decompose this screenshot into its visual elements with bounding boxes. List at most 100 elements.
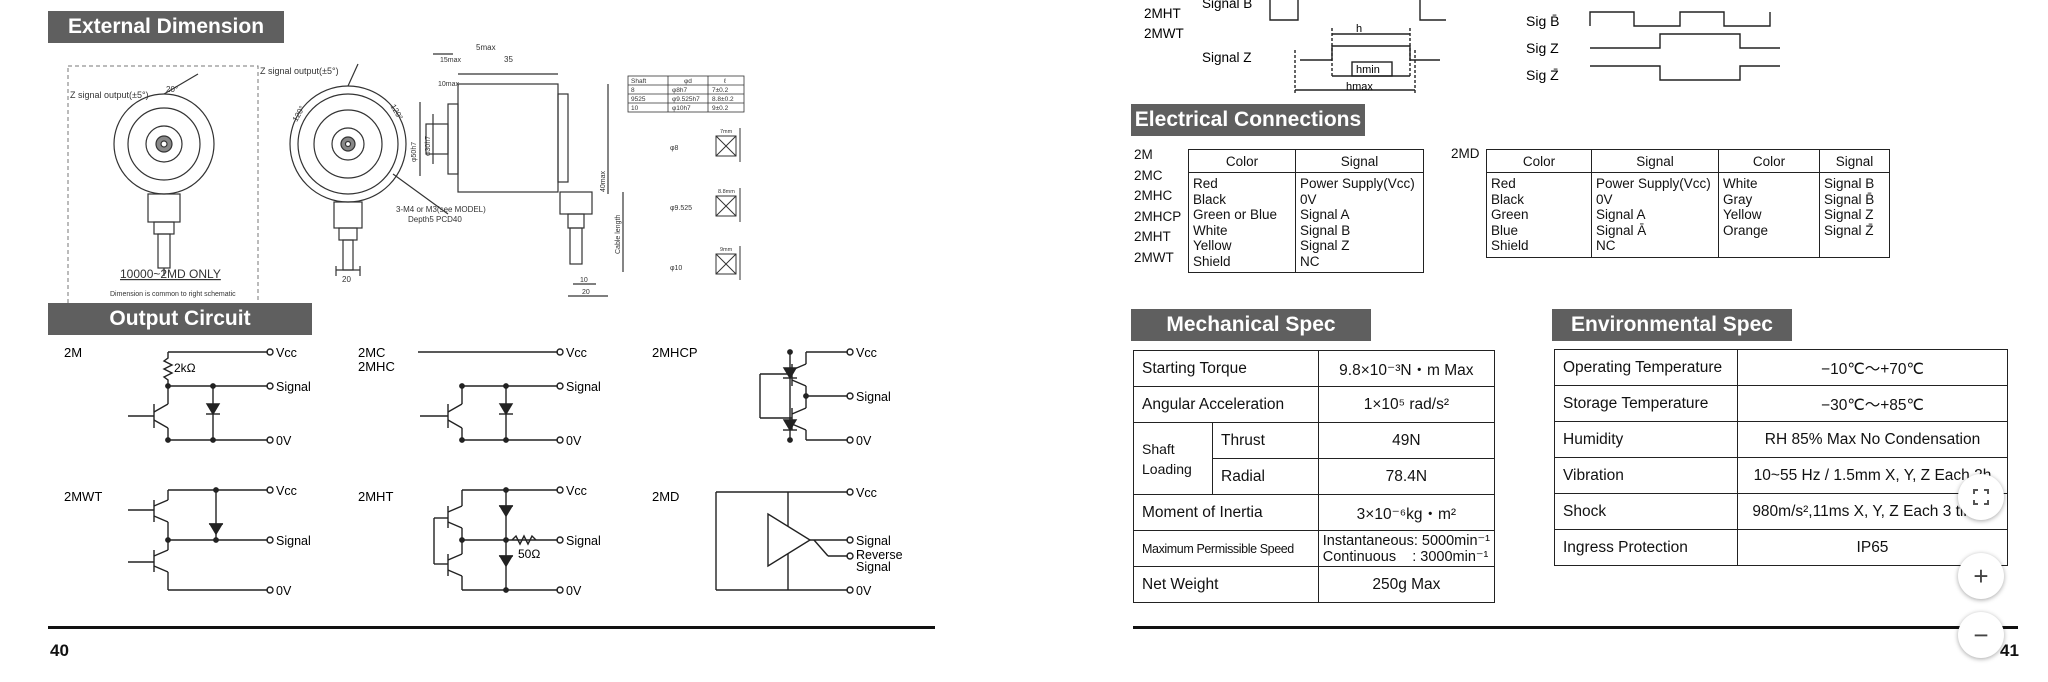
side-view <box>419 53 624 297</box>
c1-res: 2kΩ <box>174 361 196 375</box>
ec1-signal: NC <box>1300 253 1320 269</box>
ec1-color: Black <box>1193 191 1227 207</box>
ec-2md-label: 2MD <box>1451 146 1480 161</box>
c2-0v: 0V <box>566 434 582 448</box>
dim-35: 35 <box>504 55 513 64</box>
shaft-r2-2: 9±0.2 <box>712 105 729 112</box>
note-depth: Depth5 PCD40 <box>408 215 462 224</box>
waveform-diagram: 2MHT 2MWT Signal B Signal Z h hmin hmax … <box>1144 0 1780 94</box>
mechanical-spec-table: Starting Torque 9.8×10⁻³N・m Max Angular … <box>1133 350 1496 603</box>
c4-0v: 0V <box>276 584 292 598</box>
shaft-r0-2: 7±0.2 <box>712 87 729 94</box>
wave-sig-z-bar: Sig Z̄ <box>1526 67 1559 83</box>
ec-model: 2MC <box>1134 167 1163 183</box>
angle-20-label: 20° <box>166 85 178 94</box>
ec-model: 2MHT <box>1134 229 1171 244</box>
dim-10: 10 <box>580 277 588 284</box>
page-number-left: 40 <box>50 641 69 660</box>
ec2-colors-a: Red Black Green Blue Shield <box>1486 172 1592 258</box>
dim-20-side: 20 <box>582 289 590 296</box>
wave-sig-b-bar: Sig B̄ <box>1526 13 1559 29</box>
mech-shaft-loading: Shaft Loading <box>1133 422 1213 495</box>
c4-signal: Signal <box>276 534 311 548</box>
c6-rev-a: Reverse <box>856 548 903 562</box>
shaft-th-1: φd <box>684 78 692 85</box>
ec-model: 2MWT <box>1134 249 1174 265</box>
ec1-color: Shield <box>1193 253 1231 269</box>
env-value: RH 85% Max No Condensation <box>1737 421 2008 458</box>
zoom-out-button[interactable]: − <box>1958 612 2004 658</box>
shaft-r0-0: 8 <box>631 87 635 94</box>
env-value: 10~55 Hz / 1.5mm X, Y, Z Each 2h <box>1737 457 2008 494</box>
env-label: Vibration <box>1554 457 1738 494</box>
env-label: Storage Temperature <box>1554 385 1738 422</box>
wave-hmin: hmin <box>1356 64 1380 76</box>
mech-speed-continuous: Continuous : 3000min⁻¹ <box>1322 548 1489 565</box>
wave-sig-z: Sig Z <box>1526 40 1559 56</box>
c1-model: 2M <box>64 345 82 360</box>
external-dimension-title: External Dimension <box>48 11 284 43</box>
common-note: Dimension is common to right schematic <box>110 291 236 298</box>
shaft-9525-label: φ9.525 <box>670 205 692 212</box>
c5-model: 2MHT <box>358 489 393 504</box>
env-label: Shock <box>1554 493 1738 530</box>
ec2-signal: Signal Ā <box>1596 222 1647 238</box>
ec1-color: Yellow <box>1193 238 1232 253</box>
front-view-mid <box>289 63 449 276</box>
mech-loading-label: Loading <box>1142 460 1192 477</box>
ec1-signal: Power Supply(Vcc) <box>1300 176 1415 191</box>
ec2-header-signal-b: Signal <box>1819 149 1890 173</box>
ec1-color: Green or Blue <box>1193 207 1278 222</box>
c6-0v: 0V <box>856 584 872 598</box>
ec-model: 2MHCP <box>1134 208 1182 224</box>
shaft-r0-1: φ8h7 <box>672 87 687 94</box>
left-footer-rule <box>48 626 935 629</box>
ec2-signal: Signal B <box>1824 176 1875 191</box>
ec2-color: Yellow <box>1723 207 1762 222</box>
ec1-colors: Red Black Green or Blue White Yellow Shi… <box>1188 172 1296 273</box>
env-label: Humidity <box>1554 421 1738 458</box>
c2-signal: Signal <box>566 380 601 394</box>
c2-model-b: 2MHC <box>358 359 395 374</box>
mech-label: Thrust <box>1212 422 1319 459</box>
z-signal-mid-label: Z signal output(±5°) <box>260 66 339 76</box>
fullscreen-icon <box>1973 489 1989 505</box>
shaft-r2-0: 10 <box>631 105 639 112</box>
shaft-r2-1: φ10h7 <box>672 105 691 112</box>
ec2-header-color-b: Color <box>1718 149 1820 173</box>
mech-value: 78.4N <box>1317 458 1496 495</box>
ec2-signals-a: Power Supply(Vcc) 0V Signal A Signal Ā N… <box>1591 172 1719 258</box>
mech-value: 1×10⁵ rad/s² <box>1317 386 1496 423</box>
ec2-color: Blue <box>1491 222 1519 238</box>
ec2-colors-b: White Gray Yellow Orange <box>1718 172 1820 258</box>
c1-0v: 0V <box>276 434 292 448</box>
only-label: 10000~2MD ONLY <box>120 267 221 281</box>
mech-speed-instant: Instantaneous: 5000min⁻¹ <box>1322 532 1490 549</box>
ec1-header-color: Color <box>1188 149 1296 173</box>
ec-table-2: Color Signal Color Signal Red Black Gree… <box>1486 149 1890 258</box>
ec-model: 2MHC <box>1134 188 1173 203</box>
c6-vcc: Vcc <box>856 486 877 500</box>
flat-88-label: 8.8mm <box>718 189 735 195</box>
mech-label: Angular Acceleration <box>1133 386 1319 423</box>
ec2-signals-b: Signal B Signal B̄ Signal Z Signal Z̄ <box>1819 172 1890 258</box>
output-circuit-title: Output Circuit <box>48 303 312 335</box>
ec2-signal: 0V <box>1596 191 1613 207</box>
cable-length: Cable length <box>615 215 622 254</box>
mech-label: Net Weight <box>1133 566 1319 603</box>
env-value: −10℃〜+70℃ <box>1737 349 2008 386</box>
ec-table-1: Color Signal Red Black Green or Blue Whi… <box>1188 149 1424 273</box>
fullscreen-button[interactable] <box>1958 474 2004 520</box>
ec1-signal: Signal B <box>1300 222 1351 238</box>
c3-model: 2MHCP <box>652 345 698 360</box>
c2-model-a: 2MC <box>358 345 385 360</box>
shaft-th-0: Shaft <box>631 78 646 85</box>
c2-vcc: Vcc <box>566 346 587 360</box>
env-value: −30℃〜+85℃ <box>1737 385 2008 422</box>
env-label: Operating Temperature <box>1554 349 1738 386</box>
ec2-color: White <box>1723 176 1758 191</box>
wave-signal-z: Signal Z <box>1202 50 1252 65</box>
zoom-in-button[interactable]: + <box>1958 553 2004 599</box>
c6-rev-b: Signal <box>856 560 891 574</box>
output-circuits: 2M 2kΩ Vcc Signal 0V 2MC 2MHC Vcc Signal… <box>64 345 903 598</box>
